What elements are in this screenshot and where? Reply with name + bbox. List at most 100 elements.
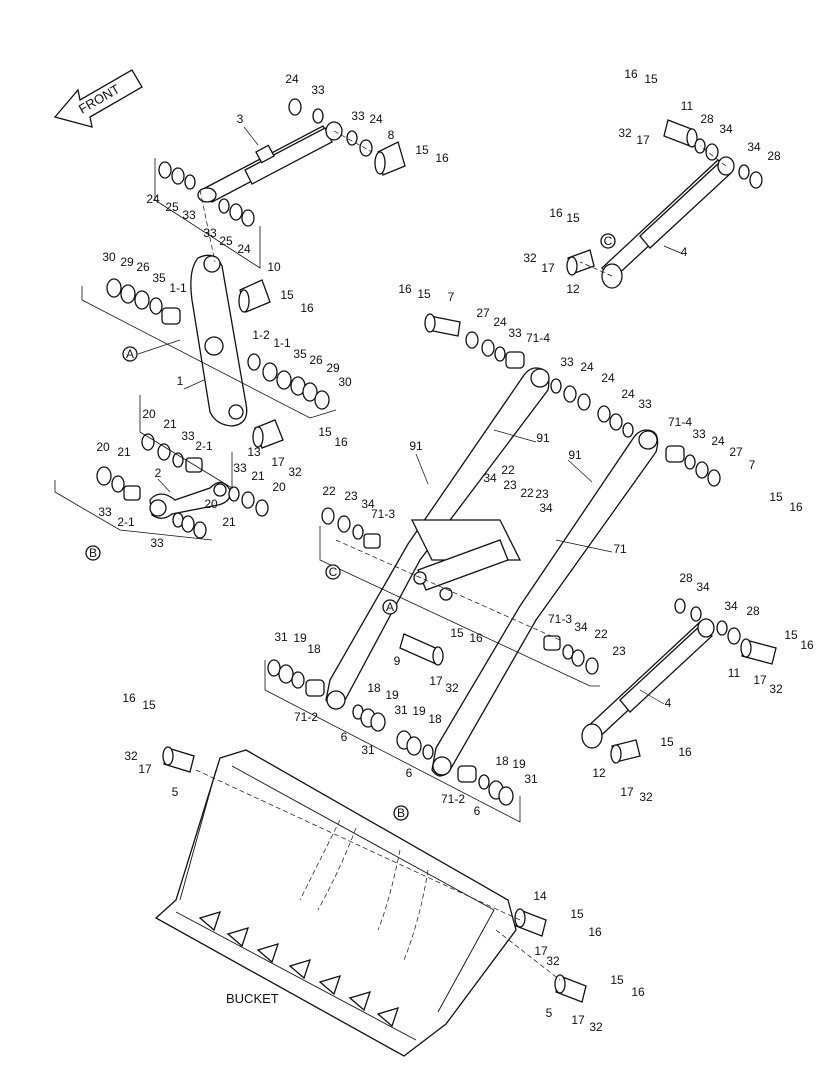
callout-l5: 24 <box>369 112 383 126</box>
callout-l66: 15 <box>417 287 431 301</box>
callout-l150: 16 <box>631 985 645 999</box>
callout-l17: 26 <box>136 260 150 274</box>
callout-l105: 34 <box>574 620 588 634</box>
callout-l147: 17 <box>534 944 548 958</box>
callout-l35: 15 <box>318 425 332 439</box>
callout-l42: 33 <box>233 461 247 475</box>
callout-l46: 33 <box>98 505 112 519</box>
part-number-callouts: 24 33 3 33 24 8 15 16 24 25 33 33 25 24 … <box>96 67 814 1034</box>
callout-l151: 5 <box>546 1006 553 1020</box>
callout-l28: 30 <box>338 375 352 389</box>
lift-arm-left <box>325 367 550 710</box>
pin-14 <box>514 908 547 937</box>
callout-l1: 24 <box>285 72 299 86</box>
callout-l119: 18 <box>307 642 321 656</box>
callout-l120: 71-2 <box>294 710 318 724</box>
callout-l89: 23 <box>535 487 549 501</box>
pin-10 <box>238 279 271 313</box>
callout-l40: 21 <box>117 445 131 459</box>
lift-cylinder-upper <box>601 156 735 289</box>
callout-l138: 5 <box>172 785 179 799</box>
ref-mark-c-cylinder: C <box>600 233 616 249</box>
callout-l80: 33 <box>692 427 706 441</box>
lift-arm-right <box>431 429 659 777</box>
callout-l72: 33 <box>560 355 574 369</box>
callout-l95: 34 <box>361 497 375 511</box>
callout-l104: 71-3 <box>548 612 572 626</box>
callout-l51: 15 <box>644 72 658 86</box>
callout-l136: 32 <box>124 749 138 763</box>
callout-l75: 24 <box>621 387 635 401</box>
callout-l21: 15 <box>280 288 294 302</box>
callout-l118: 19 <box>293 631 307 645</box>
callout-l109: 17 <box>753 673 767 687</box>
callout-l9: 24 <box>146 192 160 206</box>
callout-l144: 14 <box>533 889 547 903</box>
ref-mark-c-cylinder-text: C <box>604 234 613 248</box>
callout-l87: 23 <box>503 478 517 492</box>
callout-l103: 16 <box>800 638 814 652</box>
bucket <box>154 749 517 1057</box>
callout-l140: 19 <box>512 757 526 771</box>
front-direction-arrow: FRONT <box>53 69 143 128</box>
callout-l36: 16 <box>334 435 348 449</box>
callout-l20: 10 <box>267 260 281 274</box>
callout-l130: 15 <box>660 735 674 749</box>
callout-l7: 15 <box>415 143 429 157</box>
callout-l58: 28 <box>767 149 781 163</box>
callout-l74: 24 <box>601 371 615 385</box>
callout-l34: 13 <box>247 445 261 459</box>
washers-and-bushings <box>96 98 763 806</box>
callout-l64: 12 <box>566 282 580 296</box>
callout-l27: 29 <box>326 361 340 375</box>
callout-l57: 34 <box>747 140 761 154</box>
callout-l24: 1-1 <box>273 336 291 350</box>
ref-mark-c-left: C <box>325 564 341 580</box>
callout-l60: 15 <box>566 211 580 225</box>
callout-l82: 27 <box>729 445 743 459</box>
callout-l65: 16 <box>398 282 412 296</box>
callout-l91: 15 <box>769 490 783 504</box>
ref-mark-b-left: B <box>85 545 101 561</box>
callout-l22: 16 <box>300 301 314 315</box>
callout-l16: 29 <box>120 255 134 269</box>
callout-l48: 21 <box>222 515 236 529</box>
callout-l141: 31 <box>524 772 538 786</box>
pin-13 <box>252 419 284 449</box>
leader-lines <box>137 126 684 705</box>
callout-l83: 7 <box>749 458 756 472</box>
callout-l92: 16 <box>789 500 803 514</box>
bucket-label: BUCKET <box>226 991 279 1006</box>
callout-l134: 16 <box>122 691 136 705</box>
callout-l121: 18 <box>367 681 381 695</box>
callout-l128: 6 <box>406 766 413 780</box>
callout-l69: 24 <box>493 315 507 329</box>
pin-12-lower <box>610 739 641 764</box>
callout-l146: 16 <box>588 925 602 939</box>
ref-mark-b-left-text: B <box>89 546 97 560</box>
callout-l12: 33 <box>203 226 217 240</box>
pin-7-upper <box>424 313 461 337</box>
pin-5-right <box>554 974 587 1003</box>
callout-l137: 17 <box>138 762 152 776</box>
callout-l29: 1 <box>177 374 184 388</box>
callout-l112: 15 <box>450 626 464 640</box>
callout-l77: 91 <box>409 439 423 453</box>
callout-l6: 8 <box>388 128 395 142</box>
callout-l19: 1-1 <box>169 281 187 295</box>
callout-l139: 18 <box>495 754 509 768</box>
callout-l85: 34 <box>483 471 497 485</box>
ref-mark-a-left-text: A <box>126 347 134 361</box>
ref-mark-c-left-text: C <box>329 565 338 579</box>
group-brackets <box>54 158 600 823</box>
callout-l52: 11 <box>681 99 694 113</box>
callout-l39: 20 <box>96 440 110 454</box>
ref-mark-a-arm: A <box>382 599 398 615</box>
callout-l96: 71-3 <box>371 507 395 521</box>
callout-l116: 32 <box>445 681 459 695</box>
callout-l49: 33 <box>150 536 164 550</box>
callout-l56: 17 <box>636 133 650 147</box>
callout-l94: 23 <box>344 489 358 503</box>
callout-l73: 24 <box>580 360 594 374</box>
callout-l53: 28 <box>700 112 714 126</box>
